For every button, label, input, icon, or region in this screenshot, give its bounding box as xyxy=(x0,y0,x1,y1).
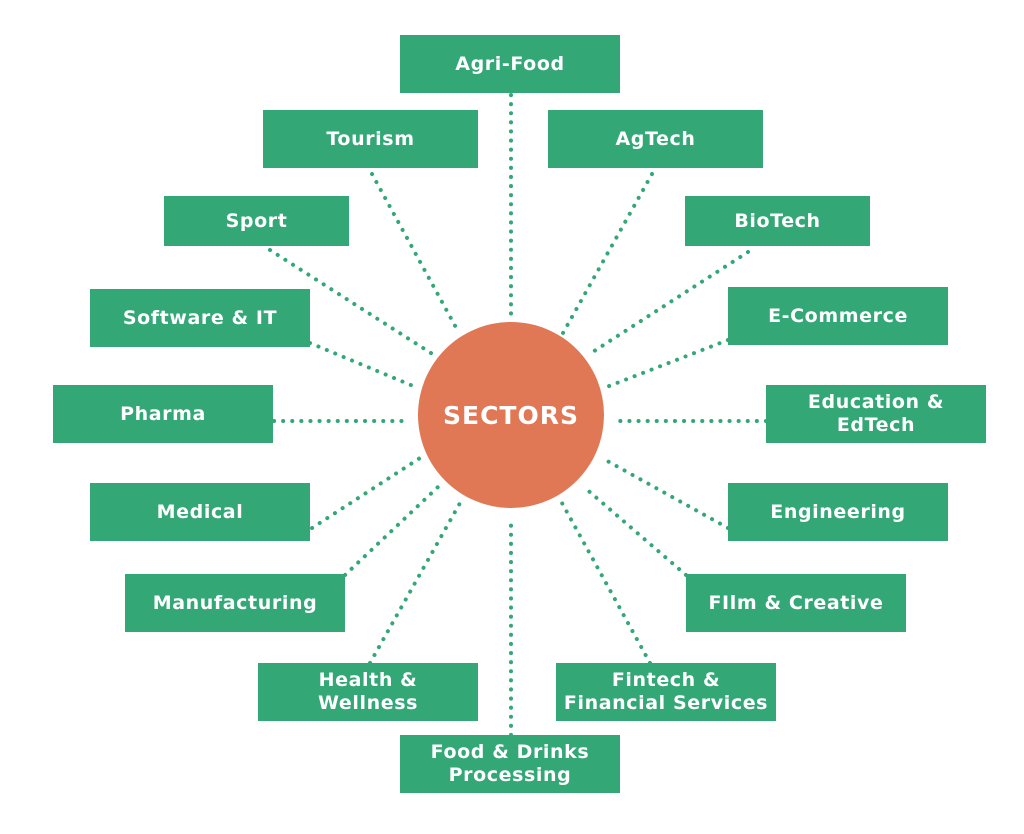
connector-e-commerce xyxy=(602,338,730,390)
connector-health-wellness xyxy=(368,501,462,665)
connector-film-creative xyxy=(582,485,688,577)
sector-agri-food: Agri-Food xyxy=(400,35,620,93)
sector-pharma: Pharma xyxy=(53,385,273,443)
connector-agtech xyxy=(561,172,654,335)
center-hub: SECTORS xyxy=(418,322,604,508)
sector-label: Tourism xyxy=(326,127,415,150)
connector-biotech xyxy=(586,250,750,357)
sector-software-it: Software & IT xyxy=(90,289,310,347)
sector-label: Health & Wellness xyxy=(317,669,419,714)
sector-label: Software & IT xyxy=(122,306,278,329)
center-hub-label: SECTORS xyxy=(443,400,579,430)
sector-education-edtech: Education & EdTech xyxy=(766,385,986,443)
sector-engineering: Engineering xyxy=(728,483,948,541)
sector-biotech: BioTech xyxy=(685,196,870,246)
connector-tourism xyxy=(370,172,461,335)
sector-manufacturing: Manufacturing xyxy=(125,574,345,632)
sector-sport: Sport xyxy=(164,196,349,246)
sector-medical: Medical xyxy=(90,483,310,541)
sector-label: Engineering xyxy=(770,500,906,523)
sector-label: Fintech & Financial Services xyxy=(563,669,769,714)
sector-label: Education & EdTech xyxy=(807,391,945,436)
sector-agtech: AgTech xyxy=(548,110,763,168)
sector-film-creative: FIlm & Creative xyxy=(686,574,906,632)
connector-engineering xyxy=(600,456,730,530)
sector-label: Food & Drinks Processing xyxy=(430,741,590,786)
connector-fintech-financial-services xyxy=(560,501,652,665)
connector-software-it xyxy=(308,341,420,390)
sector-label: AgTech xyxy=(615,127,696,150)
sector-label: Pharma xyxy=(120,402,206,425)
sector-label: Medical xyxy=(156,500,244,523)
sector-health-wellness: Health & Wellness xyxy=(258,663,478,721)
sector-fintech-financial-services: Fintech & Financial Services xyxy=(556,663,776,721)
sector-label: FIlm & Creative xyxy=(708,591,884,614)
sector-label: Sport xyxy=(225,209,288,232)
sector-label: E-Commerce xyxy=(768,304,908,327)
sector-label: Manufacturing xyxy=(152,591,318,614)
sector-e-commerce: E-Commerce xyxy=(728,287,948,345)
sector-label: Agri-Food xyxy=(455,52,565,75)
connector-sport xyxy=(268,248,436,357)
sector-label: BioTech xyxy=(734,209,821,232)
connector-medical xyxy=(310,456,422,530)
sector-food-drinks-processing: Food & Drinks Processing xyxy=(400,735,620,793)
connector-manufacturing xyxy=(343,485,440,577)
sector-tourism: Tourism xyxy=(263,110,478,168)
